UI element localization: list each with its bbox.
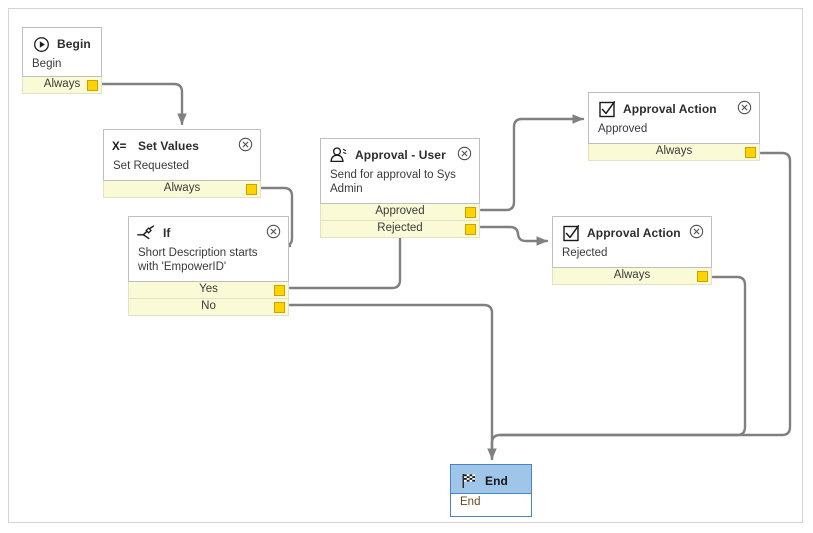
node-approval-action-rejected-body: Approval Action Rejected <box>552 216 712 268</box>
port-approval-user-approved[interactable]: Approved <box>320 204 480 221</box>
checkbox-icon <box>561 223 581 243</box>
node-if-title: If <box>163 226 171 240</box>
node-set-values[interactable]: X= Set Values Set Requested Always <box>103 129 261 198</box>
node-if-header: If <box>129 217 288 245</box>
node-approval-action-rejected-title: Approval Action <box>587 226 681 240</box>
node-set-values-description: Set Requested <box>113 160 190 172</box>
node-approval-action-rejected-description: Rejected <box>562 247 608 259</box>
connector-plug[interactable] <box>465 207 476 218</box>
port-begin-always[interactable]: Always <box>22 77 102 94</box>
node-if-description: Short Description starts with 'EmpowerID… <box>138 247 258 273</box>
node-if-ports: Yes No <box>128 282 289 316</box>
port-approval-user-approved-label: Approved <box>375 205 425 217</box>
port-approval-action-approved-always-label: Always <box>655 145 693 157</box>
node-begin-body: Begin Begin <box>22 27 102 77</box>
connector-plug[interactable] <box>745 147 756 158</box>
connector-plug[interactable] <box>697 271 708 282</box>
port-if-yes-label: Yes <box>199 283 218 295</box>
node-set-values-header: X= Set Values <box>104 130 260 158</box>
close-circle-icon[interactable] <box>689 224 704 239</box>
node-approval-user-ports: Approved Rejected <box>320 204 480 238</box>
port-approval-action-approved-always[interactable]: Always <box>588 144 760 161</box>
node-begin[interactable]: Begin Begin Always <box>22 27 102 94</box>
node-approval-action-approved[interactable]: Approval Action Approved Always <box>588 92 760 161</box>
node-approval-user-header: Approval - User <box>321 139 479 167</box>
checkered-flag-icon <box>459 471 479 491</box>
node-begin-title: Begin <box>57 37 91 51</box>
node-if[interactable]: If Short Description starts with 'Empowe… <box>128 216 289 316</box>
checkbox-icon <box>597 99 617 119</box>
port-approval-user-rejected-label: Rejected <box>377 222 423 234</box>
port-if-no[interactable]: No <box>128 299 289 316</box>
connector-plug[interactable] <box>274 302 285 313</box>
node-set-values-title: Set Values <box>138 139 200 153</box>
node-begin-ports: Always <box>22 77 102 94</box>
port-set-values-always[interactable]: Always <box>103 181 261 198</box>
port-approval-user-rejected[interactable]: Rejected <box>320 221 480 238</box>
node-approval-action-approved-ports: Always <box>588 144 760 161</box>
node-if-body: If Short Description starts with 'Empowe… <box>128 216 289 282</box>
node-approval-user-body: Approval - User Send for approval to Sys… <box>320 138 480 204</box>
port-begin-always-label: Always <box>43 78 81 90</box>
node-approval-user-title: Approval - User <box>355 148 446 162</box>
node-approval-action-approved-body: Approval Action Approved <box>588 92 760 144</box>
connector-plug[interactable] <box>246 184 257 195</box>
node-approval-action-approved-header: Approval Action <box>589 93 759 121</box>
close-circle-icon[interactable] <box>457 146 472 161</box>
node-begin-header: Begin <box>23 28 101 56</box>
connector-plug[interactable] <box>274 285 285 296</box>
close-circle-icon[interactable] <box>737 100 752 115</box>
close-circle-icon[interactable] <box>238 137 253 152</box>
node-end-header: End <box>451 465 531 494</box>
node-end-body: End End <box>450 464 532 517</box>
node-begin-description: Begin <box>32 58 62 70</box>
connector-plug[interactable] <box>87 80 98 91</box>
port-approval-action-rejected-always-label: Always <box>613 269 651 281</box>
svg-text:X=: X= <box>112 141 127 153</box>
port-if-no-label: No <box>201 300 216 312</box>
node-approval-user-description: Send for approval to Sys Admin <box>330 169 456 195</box>
port-if-yes[interactable]: Yes <box>128 282 289 299</box>
node-set-values-body: X= Set Values Set Requested <box>103 129 261 181</box>
node-approval-action-rejected-header: Approval Action <box>553 217 711 245</box>
node-approval-action-rejected[interactable]: Approval Action Rejected Always <box>552 216 712 285</box>
play-circle-icon <box>31 34 51 54</box>
port-set-values-always-label: Always <box>163 182 201 194</box>
node-end-title: End <box>485 474 508 488</box>
node-approval-action-approved-description: Approved <box>598 123 648 135</box>
close-circle-icon[interactable] <box>266 224 281 239</box>
port-approval-action-rejected-always[interactable]: Always <box>552 268 712 285</box>
node-end-description: End <box>451 494 531 516</box>
user-icon <box>329 145 349 165</box>
branch-icon <box>137 223 157 243</box>
node-approval-action-approved-title: Approval Action <box>623 102 717 116</box>
x-equals-icon: X= <box>112 136 132 156</box>
node-approval-user[interactable]: Approval - User Send for approval to Sys… <box>320 138 480 238</box>
node-end[interactable]: End End <box>450 464 532 517</box>
connector-plug[interactable] <box>465 224 476 235</box>
node-set-values-ports: Always <box>103 181 261 198</box>
node-approval-action-rejected-ports: Always <box>552 268 712 285</box>
